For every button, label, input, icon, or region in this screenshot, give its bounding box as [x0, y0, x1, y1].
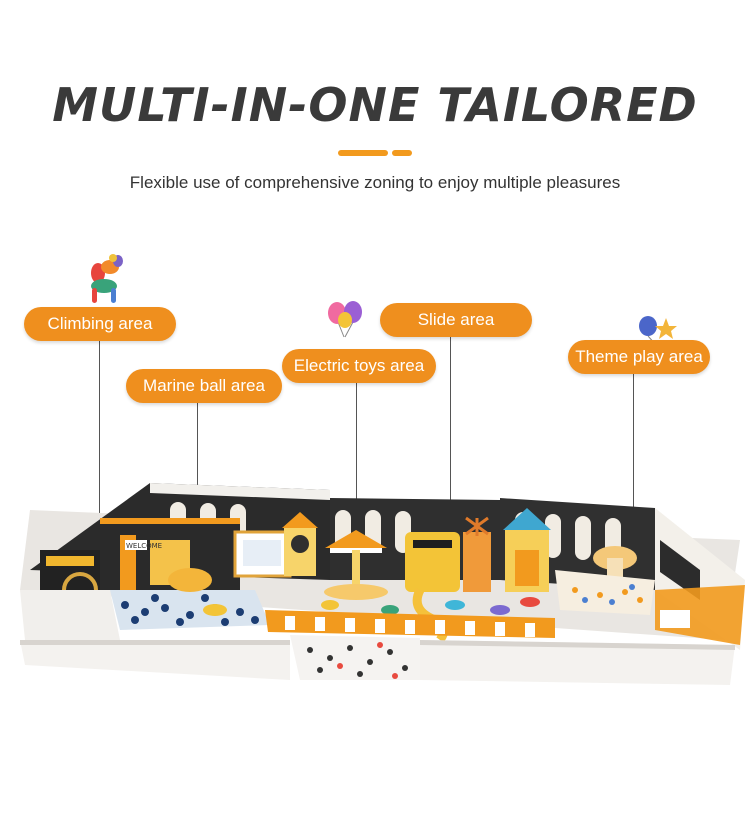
welcome-sign: WELCOME	[126, 542, 162, 550]
page-title: MULTI-IN-ONE TAILORED	[52, 78, 698, 132]
label-slide-area: Slide area	[380, 303, 532, 337]
title-underline-short	[392, 150, 412, 156]
leader-line-slide	[450, 335, 451, 515]
leader-line-electric	[356, 383, 357, 533]
label-marine-ball-area: Marine ball area	[126, 369, 282, 403]
page-subtitle: Flexible use of comprehensive zoning to …	[129, 173, 621, 192]
balloons-icon	[328, 301, 362, 338]
balloon-dog-icon	[91, 254, 123, 303]
leader-line-marine	[197, 402, 198, 552]
label-electric-toys-area: Electric toys area	[282, 349, 436, 383]
leader-line-climbing	[99, 340, 100, 532]
playground-illustration: WELCOME	[20, 483, 745, 685]
label-theme-play-area: Theme play area	[568, 340, 710, 374]
label-climbing-area: Climbing area	[24, 307, 176, 341]
title-underline-long	[338, 150, 388, 156]
leader-line-theme	[633, 374, 634, 534]
